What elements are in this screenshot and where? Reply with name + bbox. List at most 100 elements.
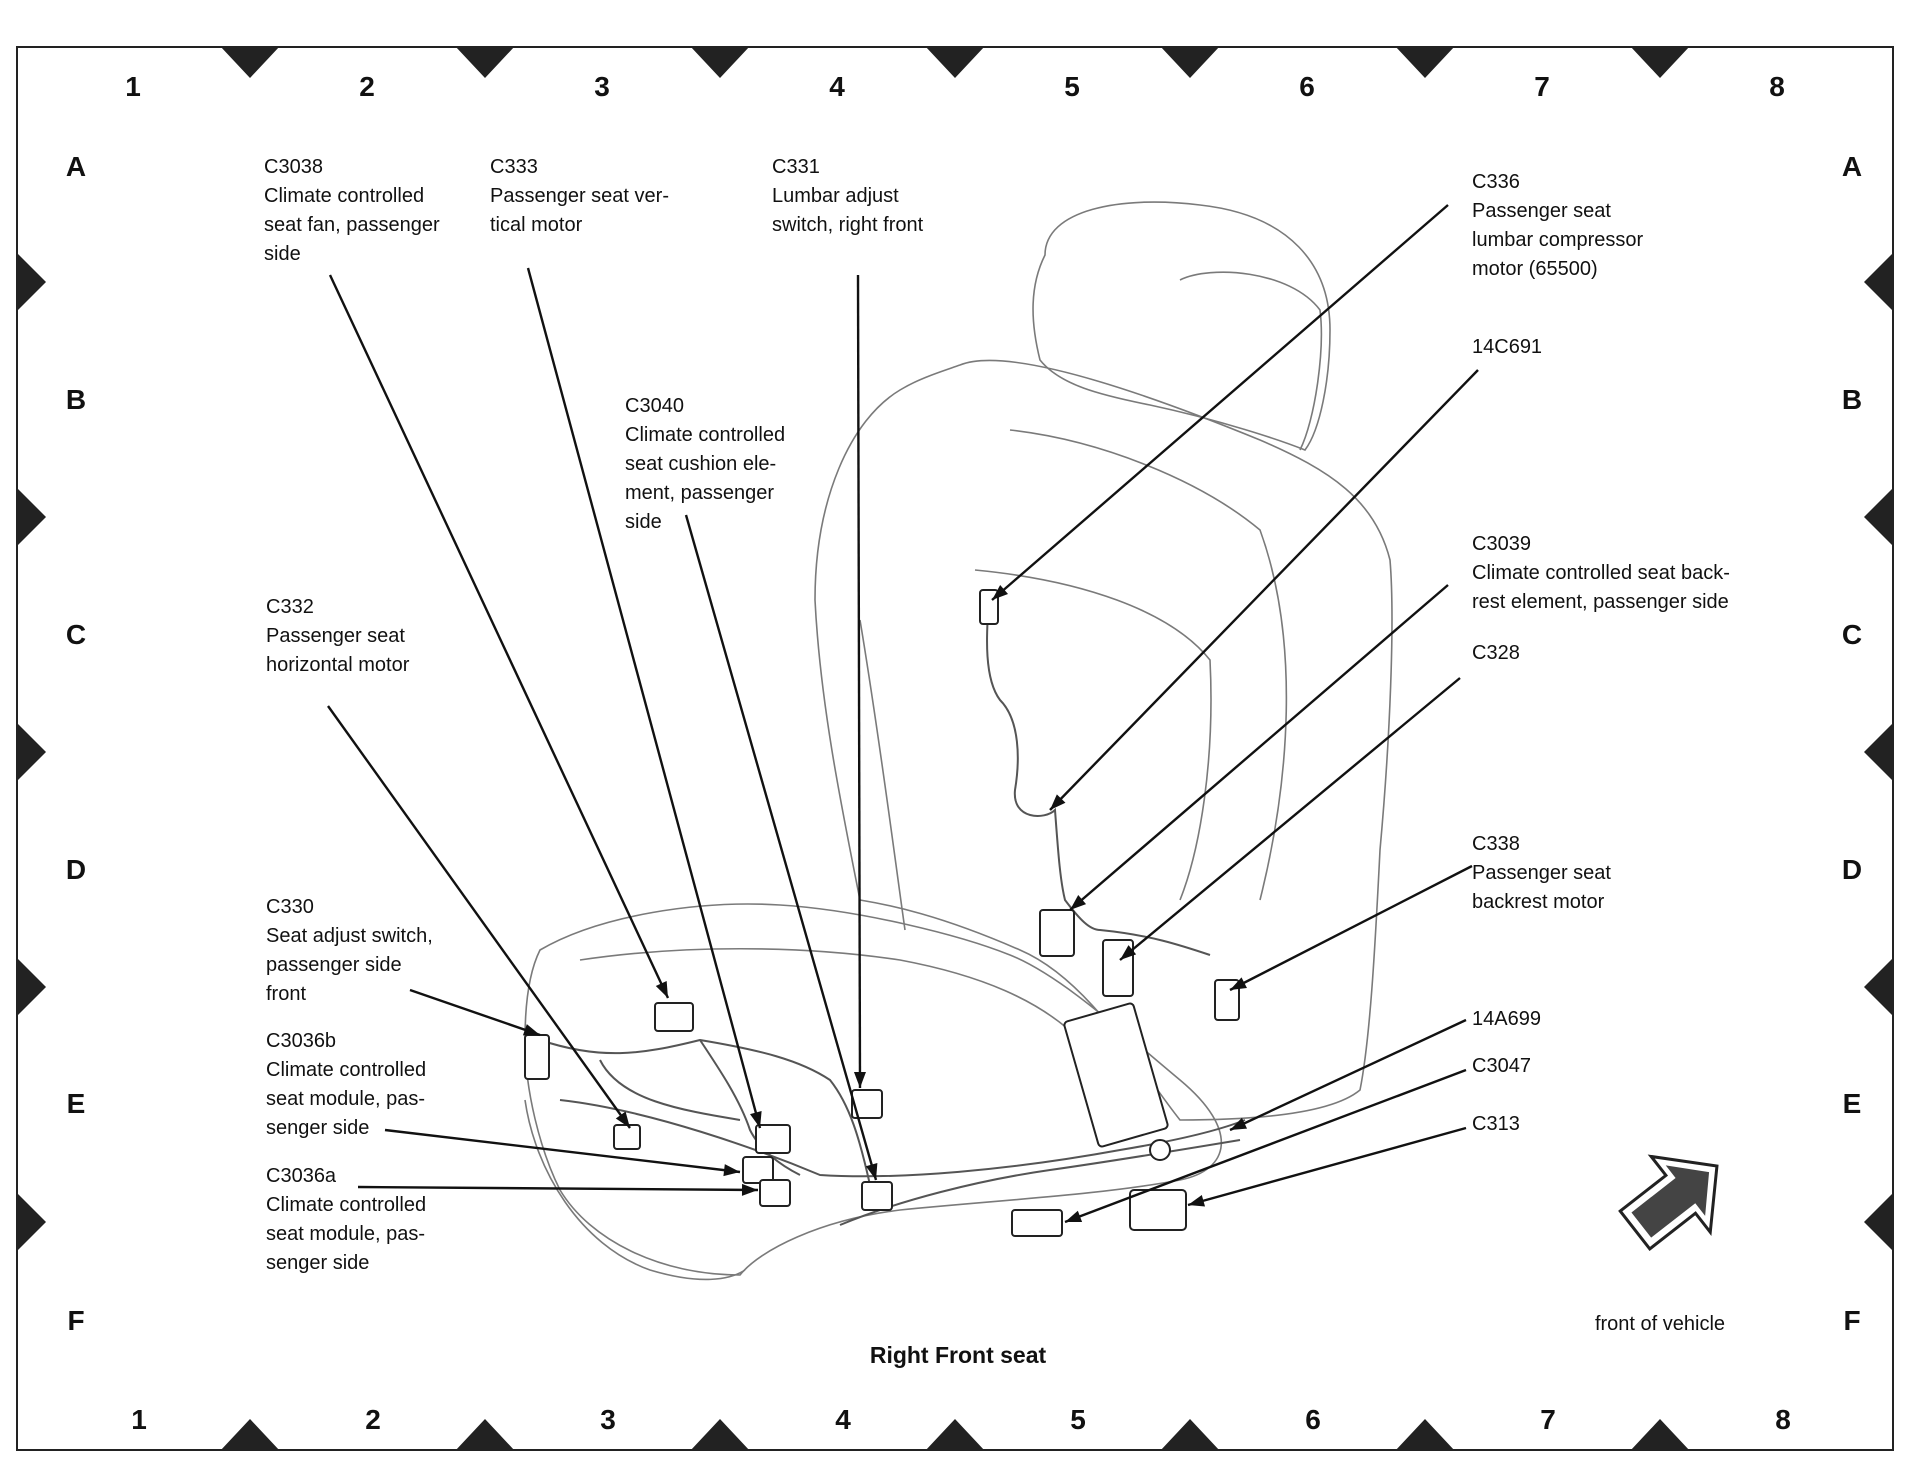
leader-line-c3040 xyxy=(684,514,878,1181)
leader-line-c332 xyxy=(327,705,631,1129)
connector-description-line: front xyxy=(266,983,307,1005)
grid-column-bottom-4: 4 xyxy=(835,1404,851,1435)
grid-column-top-4: 4 xyxy=(829,71,845,102)
grid-row-right-b: B xyxy=(1841,384,1863,415)
grid-row-right-c: C xyxy=(1841,619,1863,650)
grid-row-left-b: B xyxy=(65,384,87,415)
grid-row-right-f: F xyxy=(1843,1305,1861,1336)
leader-arrowhead-c3040 xyxy=(865,1162,878,1180)
backrest-outline xyxy=(814,359,1393,1121)
grid-row-left-a: A xyxy=(65,151,87,182)
grid-column-top-5: 5 xyxy=(1064,71,1080,102)
connector-description-line: Passenger seat ver- xyxy=(490,185,669,207)
cushion-outline xyxy=(524,903,1223,1276)
leader-arrowheads xyxy=(522,584,1248,1222)
border-marker-top-7 xyxy=(1630,46,1690,78)
callout-c3047: C3047 xyxy=(1472,1052,1531,1081)
connector-code: C3036a xyxy=(266,1165,337,1187)
border-marker-bottom-3 xyxy=(690,1419,750,1451)
border-marker-left-5 xyxy=(16,1192,46,1252)
backrest-panel xyxy=(974,569,1212,901)
leader-arrowhead-c333 xyxy=(750,1110,762,1128)
border-marker-right-2 xyxy=(1864,487,1894,547)
grid-row-right-d: D xyxy=(1841,854,1863,885)
connector-code: C333 xyxy=(490,156,538,178)
leader-line-c331 xyxy=(856,274,862,1089)
connector-c330 xyxy=(524,1034,550,1080)
border-marker-bottom-1 xyxy=(220,1419,280,1451)
grid-column-bottom-2: 2 xyxy=(365,1404,381,1435)
border-marker-bottom-6 xyxy=(1395,1419,1455,1451)
diagram-title: Right Front seat xyxy=(869,1342,1047,1368)
grid-row-right-a: A xyxy=(1841,151,1863,182)
connector-description-line: Passenger seat xyxy=(1472,862,1611,884)
grid-row-left-c: C xyxy=(65,619,87,650)
connector-c3040 xyxy=(861,1181,893,1211)
border-marker-top-5 xyxy=(1160,46,1220,78)
leader-arrowhead-c328 xyxy=(1120,945,1137,960)
leader-line-c3039 xyxy=(1069,584,1449,911)
grid-column-top-3: 3 xyxy=(594,71,610,102)
grid-column-top-7: 7 xyxy=(1534,71,1550,102)
grid-column-bottom-1: 1 xyxy=(131,1404,147,1435)
connector-code: C331 xyxy=(772,156,820,178)
callout-c328: C328 xyxy=(1472,639,1520,668)
connector-description-line: lumbar compressor xyxy=(1472,229,1644,251)
grid-column-top-2: 2 xyxy=(359,71,375,102)
leader-arrowhead-c3038 xyxy=(655,980,668,998)
connector-description-line: Seat adjust switch, xyxy=(266,925,433,947)
callout-c313: C313 xyxy=(1472,1110,1520,1139)
leader-arrowhead-c3036b xyxy=(723,1164,740,1177)
leader-arrowhead-14c691 xyxy=(1050,794,1066,810)
grid-column-top-6: 6 xyxy=(1299,71,1315,102)
leader-arrowhead-c3047 xyxy=(1065,1210,1083,1222)
leader-arrowhead-c338 xyxy=(1230,977,1247,990)
leader-arrowhead-c330 xyxy=(522,1024,540,1036)
connector-code: C338 xyxy=(1472,833,1520,855)
harness-bottom xyxy=(839,1139,1241,1226)
connector-c3036b xyxy=(742,1156,774,1184)
border-marker-bottom-5 xyxy=(1160,1419,1220,1451)
connector-c331 xyxy=(851,1089,883,1119)
border-marker-left-2 xyxy=(16,487,46,547)
leader-arrowhead-c332 xyxy=(615,1111,630,1128)
grid-column-bottom-7: 7 xyxy=(1540,1404,1556,1435)
grid-column-bottom-5: 5 xyxy=(1070,1404,1086,1435)
leader-line-c330 xyxy=(409,988,541,1037)
headrest-front xyxy=(1179,271,1323,451)
connector-c3039 xyxy=(1039,909,1075,957)
leader-arrowhead-c313 xyxy=(1188,1194,1206,1207)
connector-description-line: Climate controlled xyxy=(266,1059,427,1081)
connector-description-line: motor (65500) xyxy=(1472,258,1598,280)
connector-code: C336 xyxy=(1472,171,1520,193)
leader-line-c336 xyxy=(991,204,1449,601)
connector-code: C328 xyxy=(1472,642,1520,664)
connector-description-line: switch, right front xyxy=(772,214,924,236)
connector-description-line: Passenger seat xyxy=(1472,200,1611,222)
connector-c3036a xyxy=(759,1179,791,1207)
connector-c332 xyxy=(613,1124,641,1150)
leader-arrowhead-c3039 xyxy=(1070,895,1087,910)
grid-column-bottom-8: 8 xyxy=(1775,1404,1791,1435)
backrest-side xyxy=(859,619,906,931)
backrest-inner xyxy=(1009,429,1288,901)
grid-column-top-1: 1 xyxy=(125,71,141,102)
connector-description-line: senger side xyxy=(266,1117,370,1139)
border-marker-top-2 xyxy=(455,46,515,78)
border-marker-top-6 xyxy=(1395,46,1455,78)
connector-code: C3036b xyxy=(266,1030,337,1052)
connector-description-line: Passenger seat xyxy=(266,625,405,647)
connector-description-line: Climate controlled xyxy=(266,1194,427,1216)
cushion-front xyxy=(524,1099,746,1281)
callout-14c691: 14C691 xyxy=(1472,333,1542,362)
grid-column-bottom-3: 3 xyxy=(600,1404,616,1435)
